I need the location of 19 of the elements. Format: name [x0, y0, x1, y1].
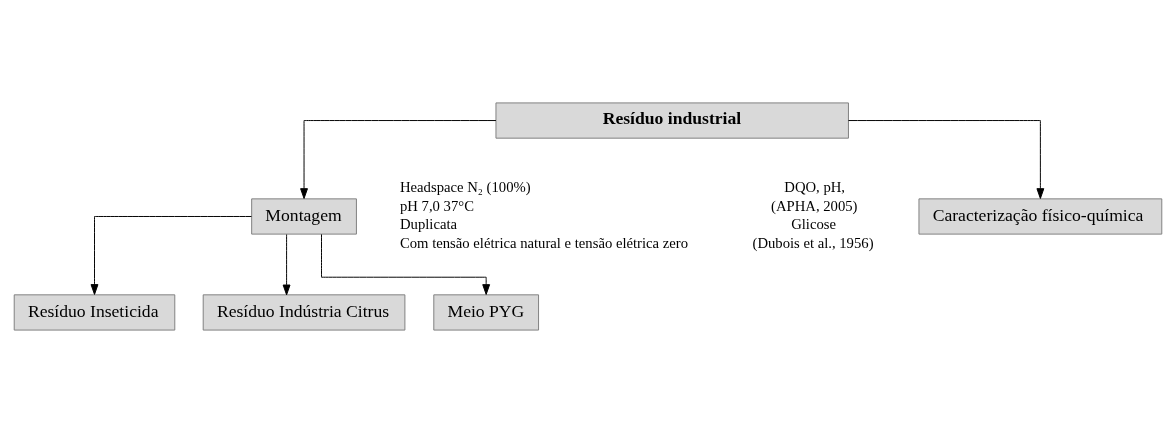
arrow [300, 119, 497, 199]
node-label: (APHA, 2005) [771, 197, 858, 214]
node-label: (Dubois et al., 1956) [752, 234, 874, 251]
node-label: Headspace N₂ (100%) [400, 178, 531, 195]
node-box: Resíduo Inseticida [13, 293, 176, 331]
node-label: Glicose [791, 215, 837, 232]
arrow [90, 215, 252, 295]
node-label: DQO, pH, [784, 178, 846, 195]
arrow [282, 233, 291, 295]
node-label: Com tensão elétrica natural e tensão elétrica zero [400, 234, 688, 251]
node-label: Duplicata [400, 215, 458, 232]
node-box: Meio PYG [433, 293, 540, 331]
node-box: Resíduo industrial [495, 101, 849, 139]
node-box: Caracterização físico-química [918, 197, 1163, 235]
node-box: Resíduo Indústria Citrus [202, 293, 406, 331]
node-box: Montagem [251, 197, 357, 235]
node-label: pH 7,0 37°C [400, 197, 474, 214]
arrow [848, 119, 1045, 199]
arrow [321, 233, 491, 295]
